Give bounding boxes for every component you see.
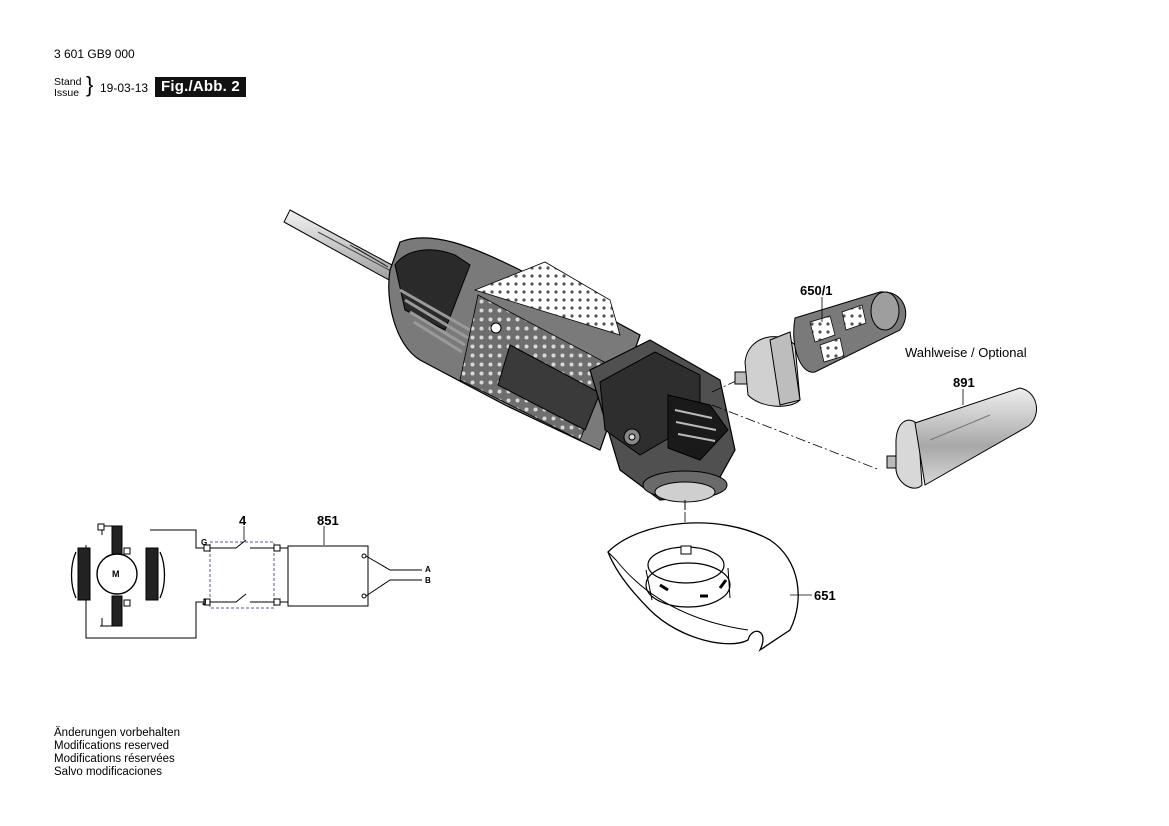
issue-label: Issue bbox=[54, 87, 80, 99]
note-es: Salvo modificaciones bbox=[54, 766, 163, 778]
terminal-label-g: G bbox=[201, 538, 208, 547]
side-handle-891 bbox=[886, 387, 1037, 489]
power-cord bbox=[283, 209, 406, 286]
part-label-4: 4 bbox=[239, 513, 247, 528]
brace-glyph: } bbox=[86, 72, 94, 97]
grinder-body bbox=[388, 237, 736, 510]
output-label-b: B bbox=[425, 576, 431, 585]
stand-label: Stand bbox=[54, 76, 82, 88]
side-handle-650-1 bbox=[734, 291, 907, 407]
note-fr: Modifications réservées bbox=[54, 753, 175, 765]
notes-block: Änderungen vorbehalten Modifications res… bbox=[54, 727, 180, 779]
note-en: Modifications reserved bbox=[54, 740, 170, 752]
part-label-651: 651 bbox=[814, 588, 836, 603]
motor-label: M bbox=[112, 569, 120, 579]
note-de: Änderungen vorbehalten bbox=[54, 727, 180, 739]
part-label-851: 851 bbox=[317, 513, 339, 528]
part-label-891: 891 bbox=[953, 375, 975, 390]
figure-label: Fig./Abb. 2 bbox=[155, 77, 246, 97]
wiring-schematic bbox=[70, 523, 422, 639]
wheel-guard-651 bbox=[607, 522, 799, 652]
part-label-650-1: 650/1 bbox=[800, 283, 833, 298]
optional-caption: Wahlweise / Optional bbox=[905, 345, 1027, 360]
output-label-a: A bbox=[425, 565, 431, 574]
issue-date: 19-03-13 bbox=[100, 81, 149, 95]
leader-lines bbox=[243, 297, 964, 596]
document-number: 3 601 GB9 000 bbox=[54, 47, 135, 61]
terminal-label-j: J bbox=[202, 598, 207, 607]
